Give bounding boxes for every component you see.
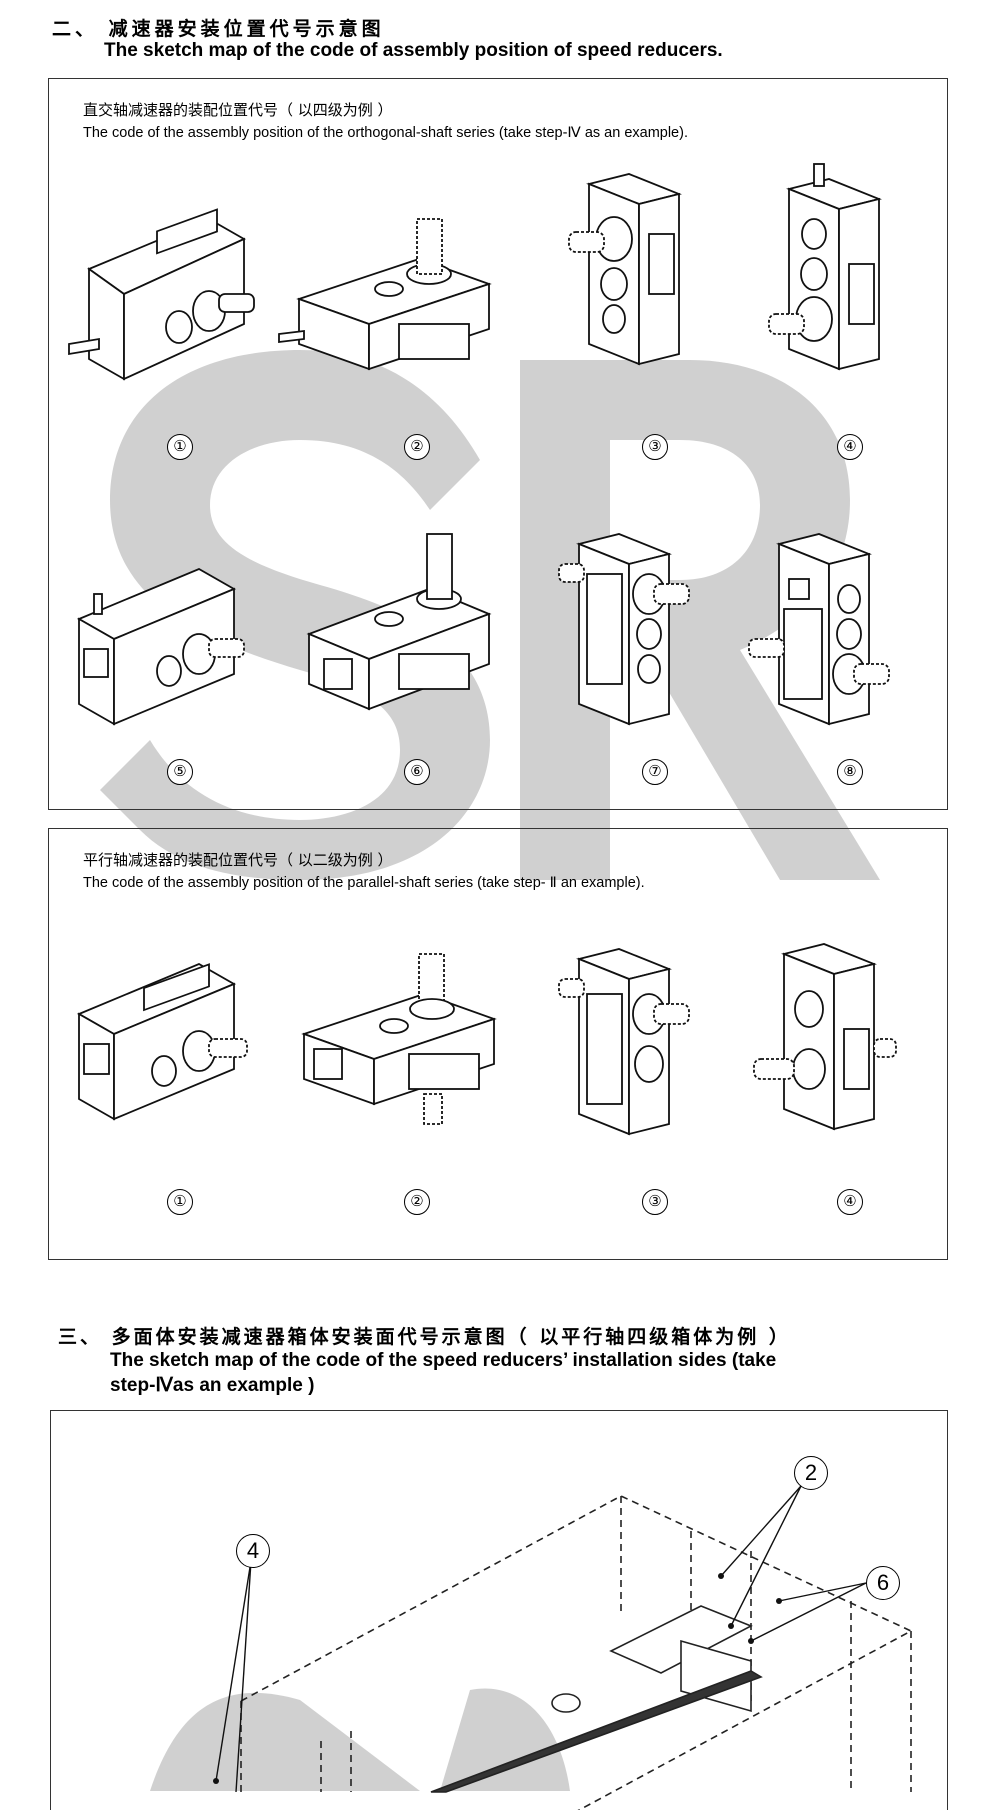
install-side-callout-6: 6 [866, 1566, 900, 1600]
section2-title-en: The sketch map of the code of assembly p… [104, 40, 723, 61]
gearbox-orthogonal-6-image [306, 533, 492, 711]
gearbox-orthogonal-1-image [68, 208, 255, 381]
section3-title-en-line1: The sketch map of the code of the speed … [110, 1350, 777, 1371]
parallel-position-3: ③ [642, 1189, 668, 1215]
orthogonal-position-3: ③ [642, 434, 668, 460]
gearbox-orthogonal-5-image [76, 567, 245, 726]
installation-sides-panel: 2 4 6 [50, 1410, 948, 1810]
parallel-position-4: ④ [837, 1189, 863, 1215]
section2-title-cn: 二、 减速器安装位置代号示意图 [52, 18, 385, 40]
gearbox-orthogonal-2-image [278, 218, 492, 371]
orthogonal-shaft-panel: 直交轴减速器的装配位置代号（ 以四级为例 ） The code of the a… [48, 78, 948, 810]
orthogonal-caption-en: The code of the assembly position of the… [83, 125, 688, 141]
orthogonal-caption-cn: 直交轴减速器的装配位置代号（ 以四级为例 ） [83, 101, 393, 119]
parallel-caption-cn: 平行轴减速器的装配位置代号（ 以二级为例 ） [83, 851, 393, 869]
section3-title-en-line2: step-Ⅳas an example ) [110, 1375, 315, 1396]
orthogonal-position-8: ⑧ [837, 759, 863, 785]
gearbox-orthogonal-4-image [768, 163, 882, 371]
install-side-callout-2: 2 [794, 1456, 828, 1490]
gearbox-parallel-3-image [558, 948, 690, 1136]
parallel-position-1: ① [167, 1189, 193, 1215]
parallel-caption-en: The code of the assembly position of the… [83, 875, 645, 891]
parallel-position-2: ② [404, 1189, 430, 1215]
gearbox-parallel-2-image [301, 953, 497, 1125]
gearbox-parallel-4-image [753, 943, 897, 1131]
gearbox-orthogonal-8-image [748, 533, 890, 726]
orthogonal-position-2: ② [404, 434, 430, 460]
gearbox-parallel-1-image [76, 962, 248, 1121]
orthogonal-position-6: ⑥ [404, 759, 430, 785]
install-side-callout-4: 4 [236, 1534, 270, 1568]
orthogonal-position-7: ⑦ [642, 759, 668, 785]
orthogonal-position-4: ④ [837, 434, 863, 460]
orthogonal-position-5: ⑤ [167, 759, 193, 785]
gearbox-orthogonal-7-image [558, 533, 690, 726]
section3-title-cn: 三、 多面体安装减速器箱体安装面代号示意图（ 以平行轴四级箱体为例 ） [58, 1326, 791, 1348]
parallel-shaft-panel: 平行轴减速器的装配位置代号（ 以二级为例 ） The code of the a… [48, 828, 948, 1260]
orthogonal-position-1: ① [167, 434, 193, 460]
gearbox-orthogonal-3-image [568, 173, 682, 366]
